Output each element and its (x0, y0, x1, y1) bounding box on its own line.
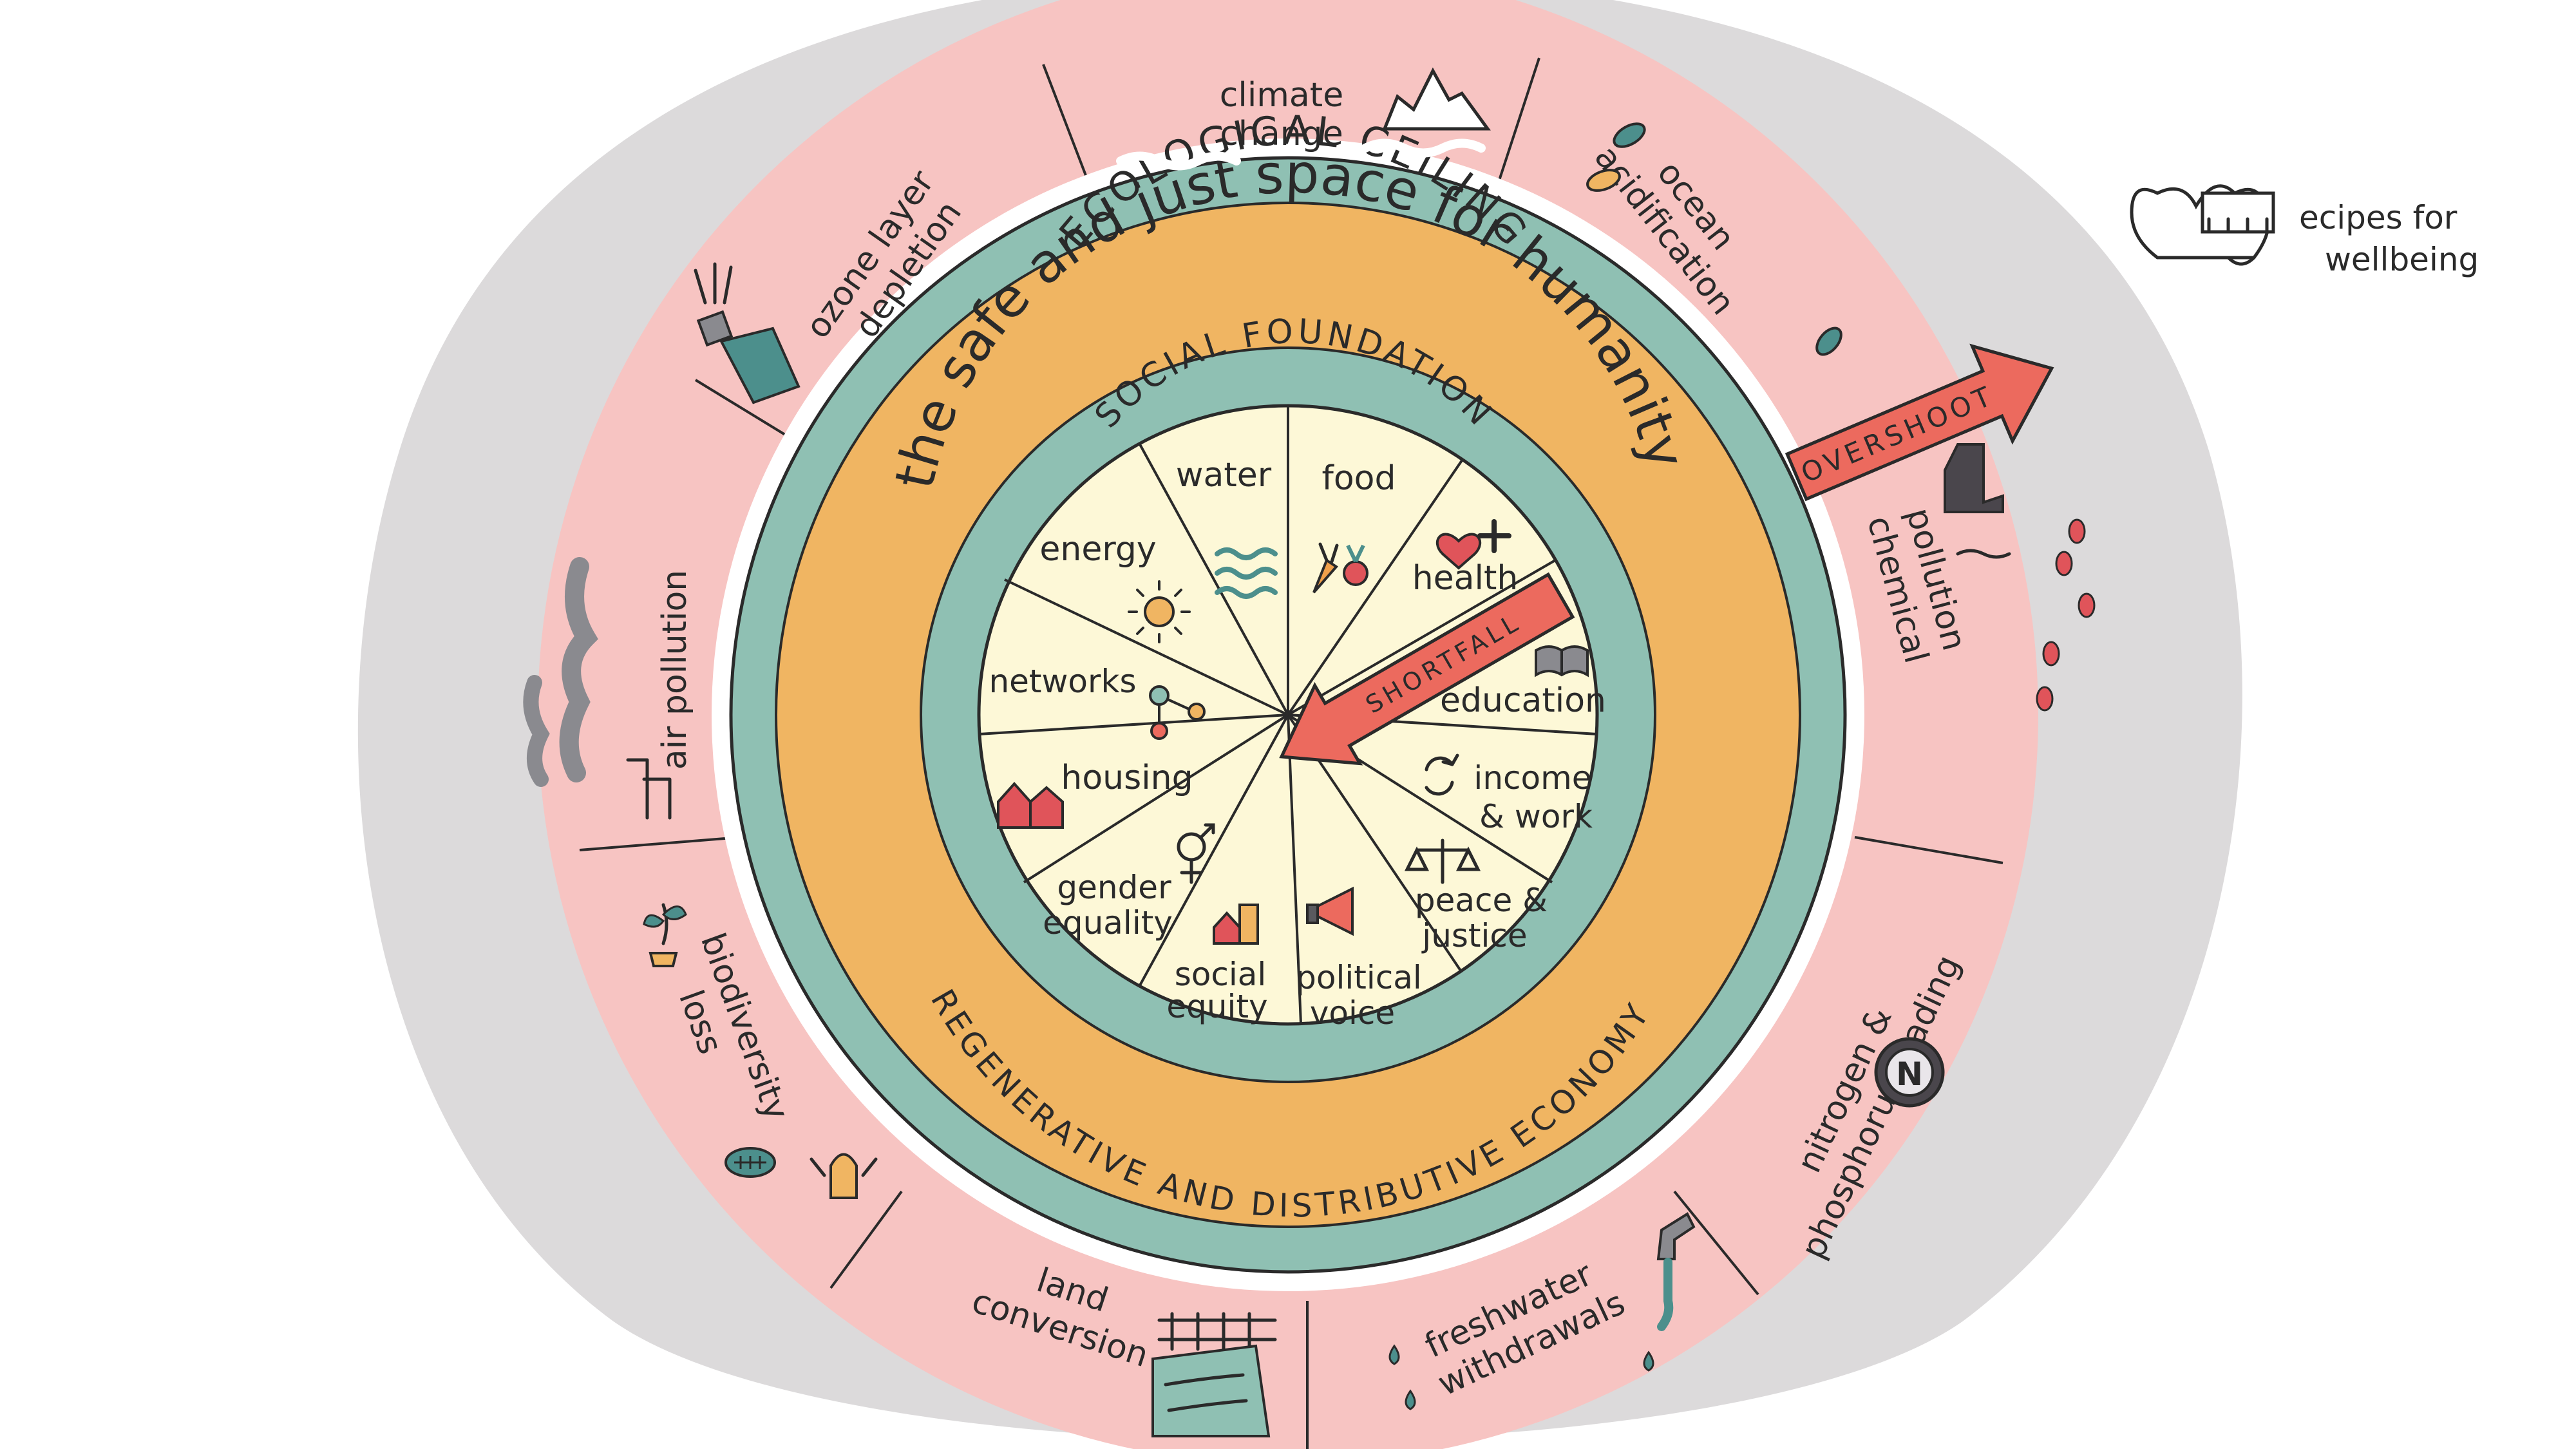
factory-icon (1944, 443, 2096, 712)
recipes-for-wellbeing-logo: ecipes for wellbeing (2130, 184, 2479, 278)
water-icon (1215, 547, 1278, 599)
svg-text:N: N (1896, 1056, 1923, 1093)
social-label-income-2: & work (1479, 798, 1593, 835)
social-label-social-2: equity (1166, 988, 1267, 1025)
cycle-icon (1425, 753, 1459, 796)
social-label-peace-1: peace & (1415, 882, 1548, 919)
sprout-icon (643, 903, 687, 967)
social-label-education: education (1440, 681, 1606, 720)
eco-label-climate-1: climate (1220, 76, 1343, 115)
brand-line-2: wellbeing (2325, 241, 2479, 278)
social-label-peace-2: justice (1421, 917, 1527, 954)
gender-icon (1177, 823, 1215, 884)
bird-icon (810, 1153, 878, 1199)
social-label-political-2: voice (1310, 994, 1395, 1032)
houses-icon (997, 781, 1064, 829)
eco-label-climate-2: change (1220, 115, 1343, 153)
heart-plus-icon (1435, 519, 1511, 570)
field-icon (1151, 1312, 1277, 1437)
social-label-health: health (1412, 559, 1519, 598)
brand-line-1: ecipes for (2299, 199, 2458, 236)
sun-icon (1128, 580, 1191, 643)
social-label-gender-1: gender (1057, 869, 1171, 906)
social-label-gender-2: equality (1043, 904, 1173, 942)
scales-icon (1404, 838, 1481, 884)
carrot-icon (1312, 542, 1368, 594)
spray-can-icon (694, 262, 800, 404)
buildings-icon (1213, 904, 1259, 945)
smoke-icon (523, 557, 672, 820)
eco-air-group: air pollution (656, 570, 694, 770)
tap-icon (1388, 1212, 1696, 1410)
network-icon (1149, 685, 1206, 740)
fish-skeleton-icon (724, 1147, 776, 1178)
book-icon (1535, 645, 1589, 677)
fish-icon (1586, 122, 1842, 356)
eco-label-air: air pollution (656, 570, 694, 770)
social-label-energy: energy (1039, 530, 1156, 569)
nitrogen-icon: N (1874, 1037, 1945, 1108)
social-label-networks: networks (989, 663, 1136, 700)
social-label-political-1: political (1296, 959, 1422, 996)
social-label-water: water (1176, 456, 1272, 495)
social-label-food: food (1322, 459, 1396, 498)
social-label-income-1: income (1473, 759, 1591, 797)
social-label-social-1: social (1175, 956, 1267, 993)
iceberg-icon (1116, 67, 1491, 171)
social-label-housing: housing (1061, 759, 1193, 797)
megaphone-icon (1306, 886, 1354, 936)
